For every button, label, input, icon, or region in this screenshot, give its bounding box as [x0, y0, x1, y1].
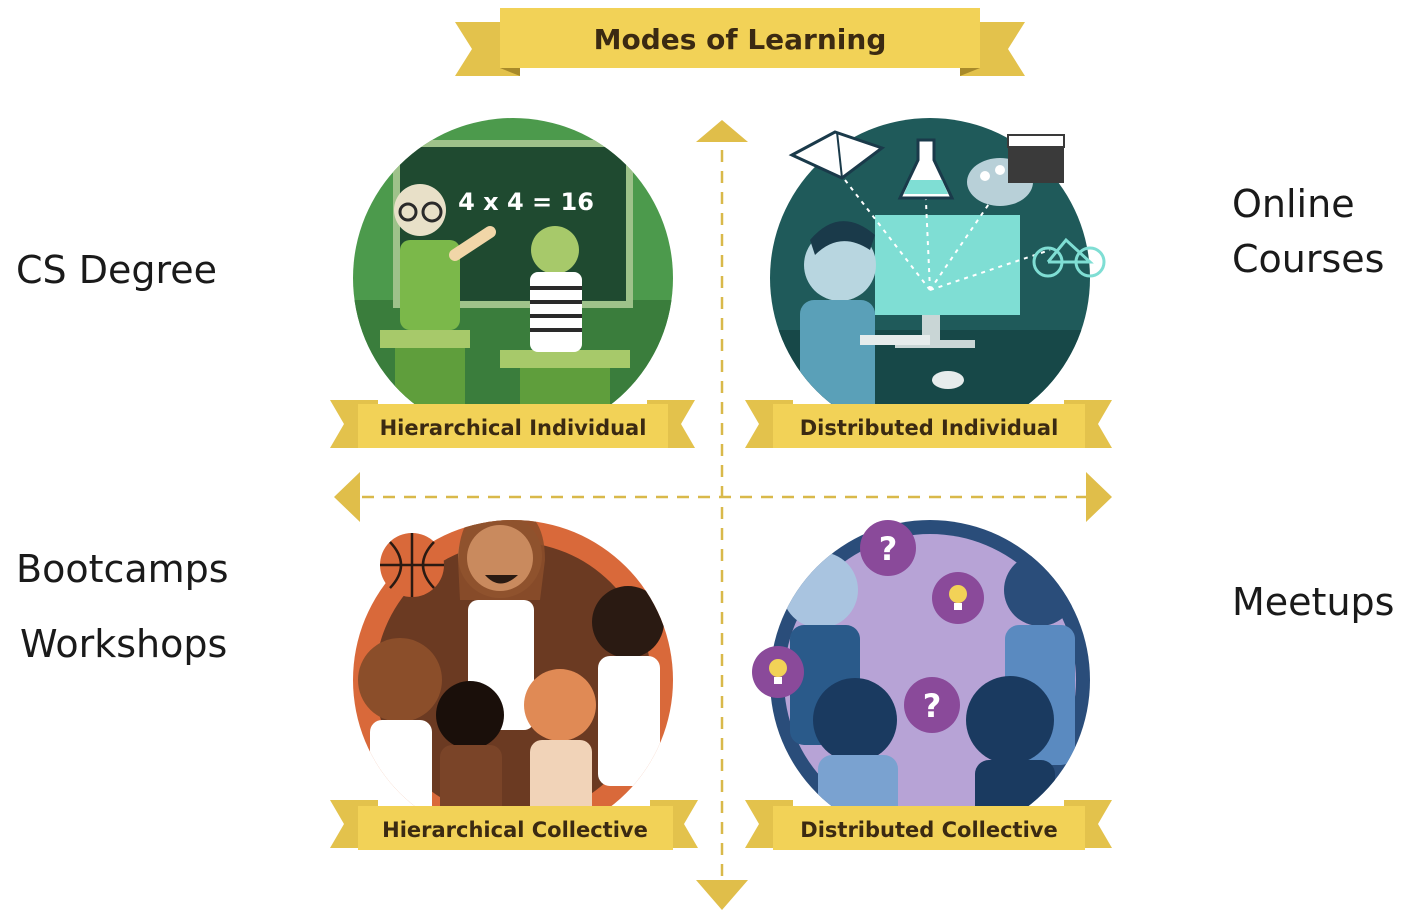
label-hierarchical-collective: Hierarchical Collective	[382, 818, 648, 842]
label-workshops: Workshops	[20, 622, 228, 666]
quadrant-hierarchical-collective: Hierarchical Collective	[330, 520, 698, 850]
quadrant-distributed-collective: ? ? Distributed Collective	[745, 520, 1112, 850]
label-distributed-collective: Distributed Collective	[800, 818, 1057, 842]
label-online: Online	[1232, 182, 1355, 226]
label-hierarchical-individual: Hierarchical Individual	[380, 416, 647, 440]
basketball-icon	[380, 533, 444, 597]
flask-icon	[897, 138, 955, 200]
bicycle-icon	[1032, 237, 1106, 278]
lightbulb-bubble-icon	[932, 572, 984, 624]
label-meetups: Meetups	[1232, 580, 1395, 624]
svg-text:?: ?	[923, 687, 942, 725]
quadrant-distributed-individual: Distributed Individual	[745, 118, 1112, 448]
question-bubble-icon: ?	[904, 677, 960, 733]
label-distributed-individual: Distributed Individual	[800, 416, 1059, 440]
chalkboard-equation: 4 x 4 = 16	[458, 188, 594, 216]
clapperboard-icon	[1007, 134, 1065, 183]
arrow-right-icon	[1086, 472, 1112, 522]
arrow-up-icon	[696, 120, 748, 142]
label-bootcamps: Bootcamps	[16, 547, 229, 591]
question-bubble-icon: ?	[860, 520, 916, 576]
axes	[334, 120, 1112, 910]
quadrant-hierarchical-individual: 4 x 4 = 16	[330, 118, 695, 448]
book-icon	[788, 130, 886, 180]
arrow-left-icon	[334, 472, 360, 522]
svg-text:?: ?	[879, 530, 898, 568]
label-cs-degree: CS Degree	[16, 248, 218, 292]
diagram-title: Modes of Learning	[594, 23, 887, 56]
title-banner: Modes of Learning	[455, 8, 1025, 76]
arrow-down-icon	[696, 880, 748, 910]
lightbulb-bubble-icon	[752, 646, 804, 698]
label-courses: Courses	[1232, 237, 1385, 281]
